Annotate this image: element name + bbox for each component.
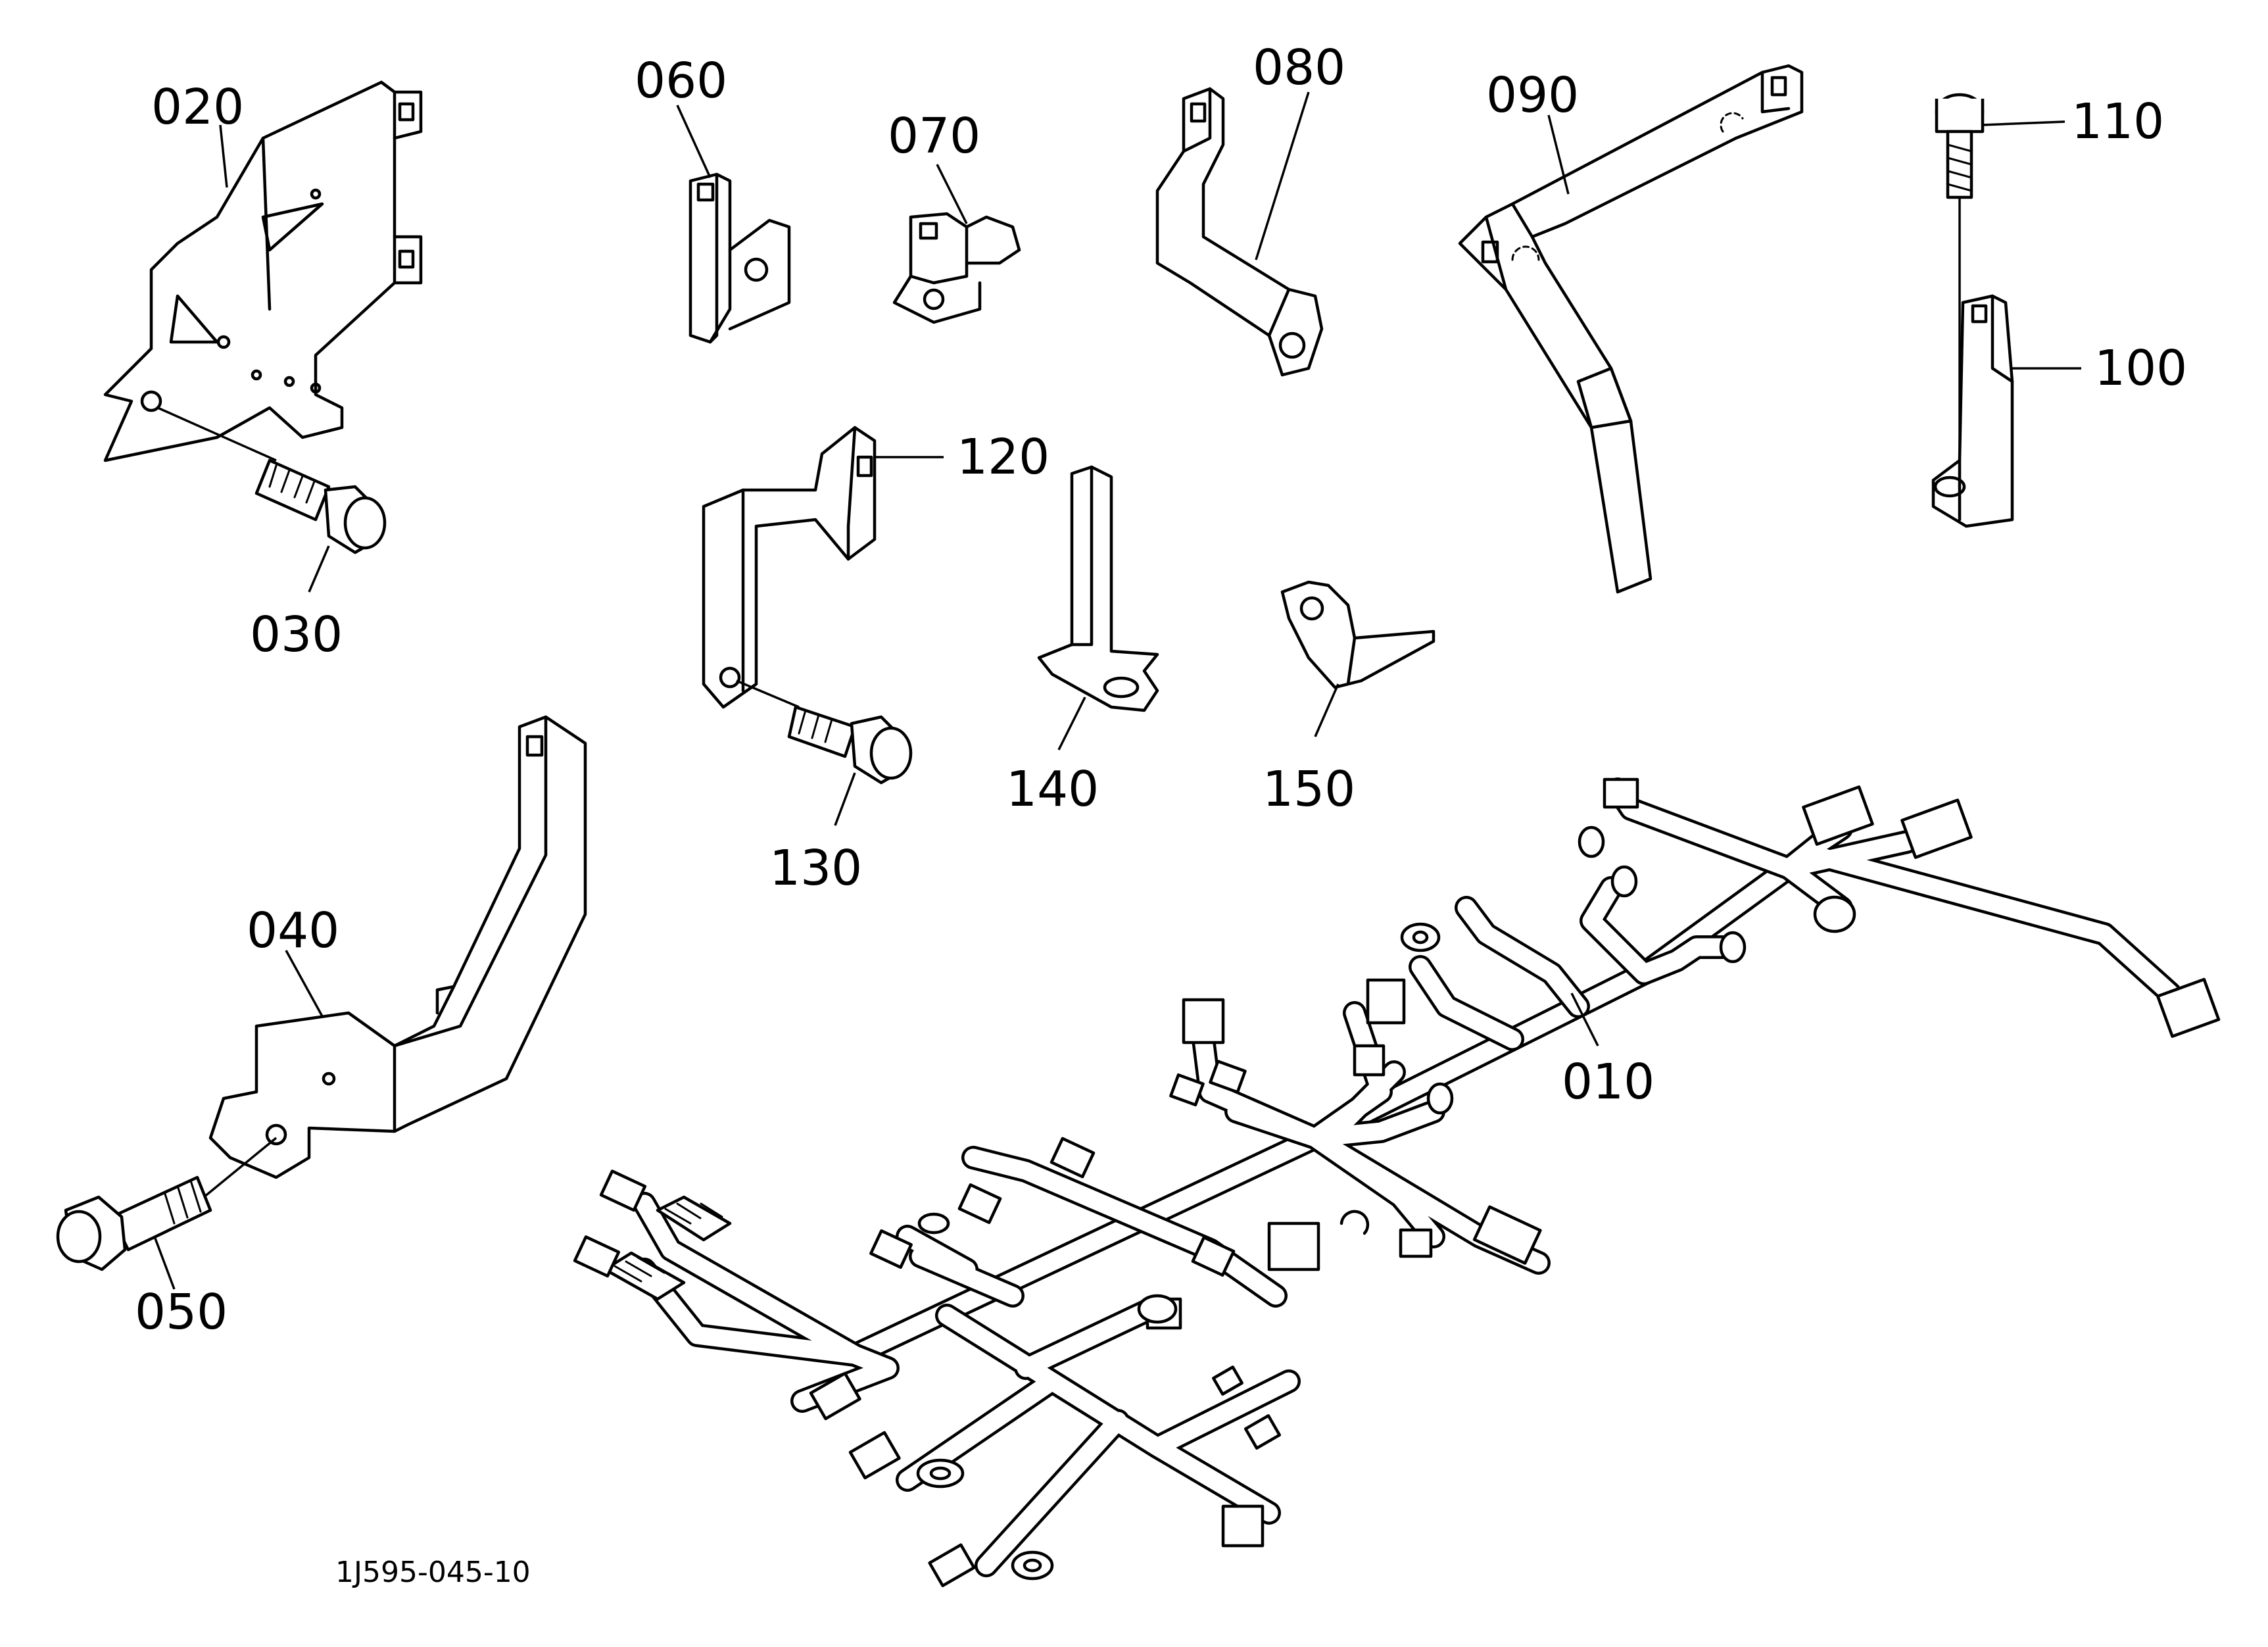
part-130-bolt bbox=[736, 679, 913, 785]
part-140-stay bbox=[1037, 465, 1159, 712]
callout-090: 090 bbox=[1486, 67, 1579, 124]
leader-080 bbox=[1255, 91, 1310, 260]
leader-150 bbox=[1314, 683, 1339, 737]
leader-020 bbox=[219, 124, 228, 188]
part-150-stay bbox=[1280, 580, 1436, 689]
part-120-stay bbox=[702, 426, 877, 709]
leader-140 bbox=[1057, 697, 1086, 750]
leader-030 bbox=[308, 545, 330, 593]
part-030-bolt bbox=[157, 406, 387, 554]
callout-060: 060 bbox=[635, 53, 727, 109]
callout-010: 010 bbox=[1562, 1054, 1654, 1110]
part-100-stay bbox=[1931, 294, 2014, 528]
callout-110: 110 bbox=[2071, 93, 2164, 150]
part-040-bracket bbox=[208, 715, 587, 1179]
leader-060 bbox=[676, 105, 712, 178]
leader-110 bbox=[1982, 120, 2065, 126]
callout-140: 140 bbox=[1006, 761, 1099, 818]
leader-050 bbox=[153, 1236, 176, 1290]
callout-100: 100 bbox=[2094, 340, 2187, 397]
part-060-bracket bbox=[688, 172, 791, 344]
part-070-clip bbox=[892, 212, 1021, 324]
part-090-stay bbox=[1458, 64, 1804, 594]
leader-090 bbox=[1547, 114, 1570, 195]
part-020-bracket bbox=[103, 80, 423, 462]
callout-070: 070 bbox=[888, 108, 980, 164]
part-010-wire-harness bbox=[573, 777, 2221, 1588]
leader-130 bbox=[834, 772, 856, 826]
callout-040: 040 bbox=[247, 902, 339, 959]
callout-020: 020 bbox=[151, 79, 244, 135]
callout-120: 120 bbox=[957, 429, 1050, 485]
part-080-bracket bbox=[1155, 87, 1324, 377]
part-050-bolt bbox=[56, 1137, 277, 1271]
leader-070 bbox=[936, 164, 968, 224]
callout-030: 030 bbox=[250, 606, 343, 663]
callout-050: 050 bbox=[135, 1284, 228, 1340]
callout-080: 080 bbox=[1253, 39, 1345, 96]
drawing-code: 1J595-045-10 bbox=[335, 1556, 531, 1589]
leader-040 bbox=[285, 950, 324, 1017]
leader-010 bbox=[1570, 993, 1599, 1046]
callout-150: 150 bbox=[1263, 761, 1355, 818]
callout-130: 130 bbox=[769, 840, 862, 897]
